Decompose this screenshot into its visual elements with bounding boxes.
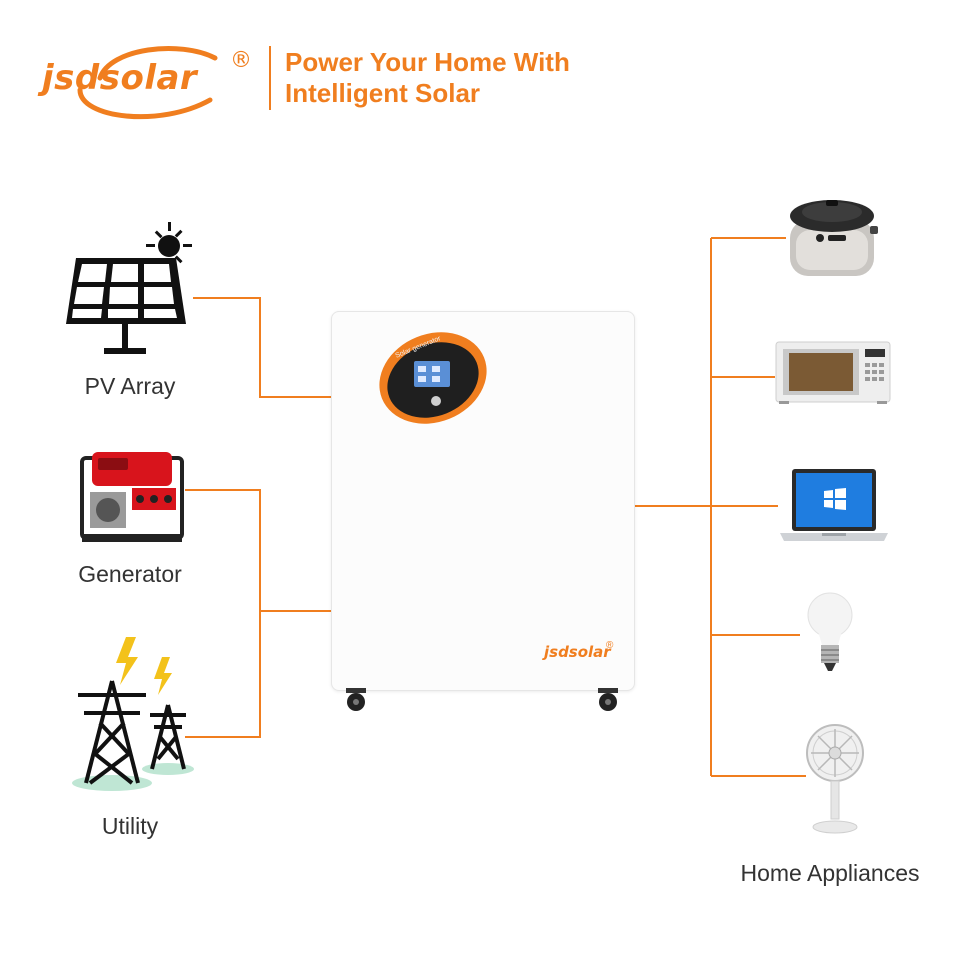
utility-label: Utility <box>101 813 159 839</box>
power-tower-icon <box>72 637 194 791</box>
tagline-line2: Intelligent Solar <box>285 78 481 108</box>
tagline-line1: Power Your Home With <box>285 47 570 77</box>
solar-panel-icon <box>66 222 192 354</box>
unit-registered-mark: ® <box>606 640 614 651</box>
generator-icon <box>80 452 184 542</box>
brand-logo-swoosh <box>77 46 218 120</box>
header-divider <box>269 46 271 110</box>
pv-array-label: PV Array <box>84 373 176 399</box>
generator-wire <box>185 489 261 738</box>
generator-label: Generator <box>78 561 182 587</box>
rice-cooker-icon <box>790 200 878 276</box>
unit-display-panel <box>379 332 487 424</box>
microwave-icon <box>775 341 891 404</box>
unit-brand-logo: jsdsolar <box>544 643 611 661</box>
tagline: Power Your Home With Intelligent Solar <box>285 47 570 109</box>
light-bulb-icon <box>807 592 853 671</box>
pv-wire <box>193 297 331 398</box>
left-wheel <box>346 688 366 711</box>
laptop-icon <box>780 469 888 541</box>
home-appliances-label: Home Appliances <box>740 860 920 886</box>
right-wheel <box>598 688 618 711</box>
desk-fan-icon <box>806 724 864 834</box>
brand-registered-mark: ® <box>230 48 252 73</box>
brand-logo: jsdsolar <box>42 58 198 98</box>
